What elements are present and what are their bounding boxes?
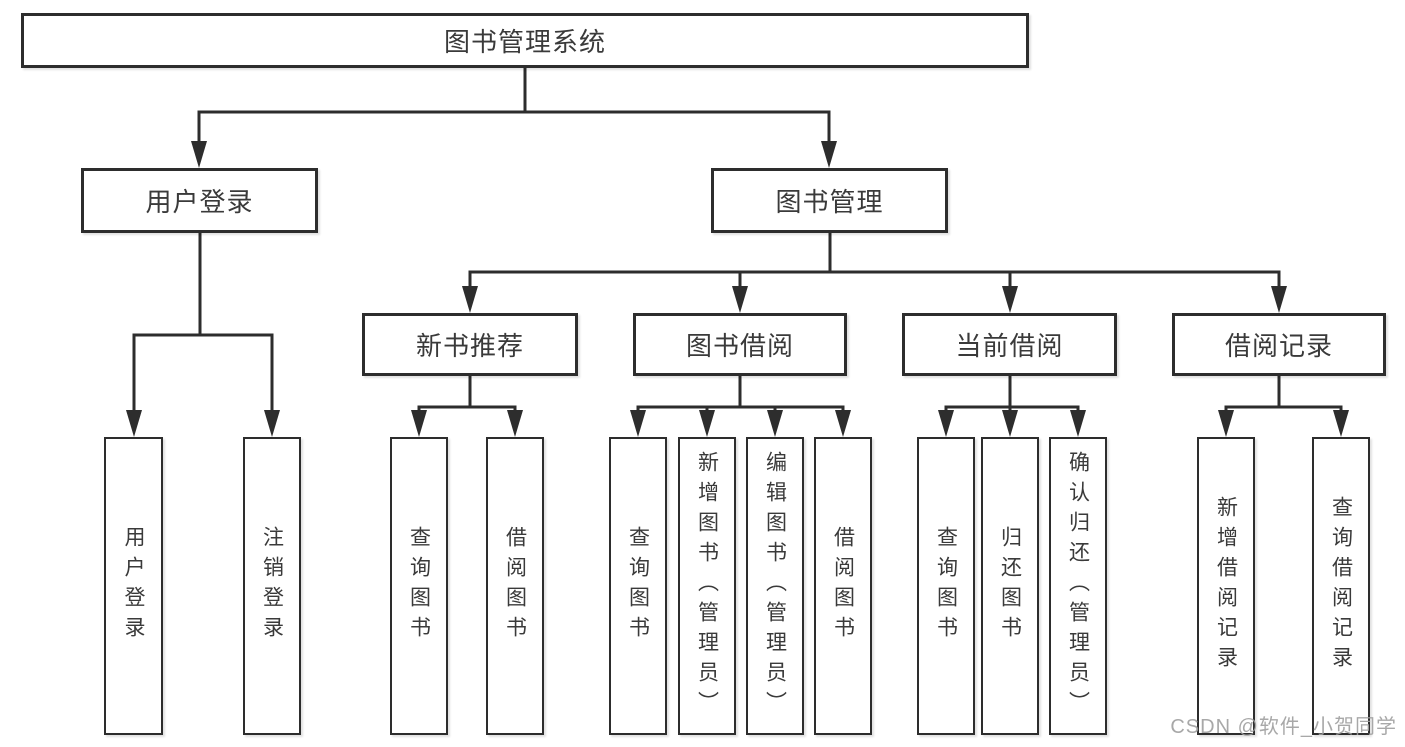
leaf-return-books-label: 归还图书 bbox=[998, 526, 1022, 646]
leaf-return-books: 归还图书 bbox=[981, 437, 1039, 735]
leaf-borrow-books-recommend-label: 借阅图书 bbox=[503, 526, 527, 646]
leaf-query-borrow-record: 查询借阅记录 bbox=[1312, 437, 1370, 735]
node-user-login: 用户登录 bbox=[81, 168, 318, 233]
connector-user-login-children bbox=[126, 231, 280, 437]
leaf-logout: 注销登录 bbox=[243, 437, 301, 735]
leaf-edit-books-admin-label: 编辑图书（管理员） bbox=[763, 451, 787, 721]
connector-borrowing-records-children bbox=[1218, 373, 1349, 437]
leaf-confirm-return-admin: 确认归还（管理员） bbox=[1049, 437, 1107, 735]
leaf-edit-books-admin: 编辑图书（管理员） bbox=[746, 437, 804, 735]
connector-book-management-children bbox=[462, 231, 1287, 313]
leaf-add-books-admin-label: 新增图书（管理员） bbox=[695, 451, 719, 721]
leaf-query-books-current-label: 查询图书 bbox=[934, 526, 958, 646]
leaf-confirm-return-admin-label: 确认归还（管理员） bbox=[1066, 451, 1090, 721]
leaf-borrow-books-recommend: 借阅图书 bbox=[486, 437, 544, 735]
leaf-borrow-books-borrowing-label: 借阅图书 bbox=[831, 526, 855, 646]
leaf-query-books-current: 查询图书 bbox=[917, 437, 975, 735]
node-book-management: 图书管理 bbox=[711, 168, 948, 233]
node-new-book-recommend: 新书推荐 bbox=[362, 313, 578, 376]
node-borrowing-records: 借阅记录 bbox=[1172, 313, 1386, 376]
leaf-user-login-label: 用户登录 bbox=[122, 526, 145, 646]
csdn-watermark: CSDN @软件_小贺同学 bbox=[1170, 716, 1397, 738]
connector-current-borrowing-children bbox=[938, 373, 1086, 437]
leaf-borrow-books-borrowing: 借阅图书 bbox=[814, 437, 872, 735]
leaf-logout-label: 注销登录 bbox=[260, 526, 284, 646]
node-current-borrowing: 当前借阅 bbox=[902, 313, 1117, 376]
leaf-add-books-admin: 新增图书（管理员） bbox=[678, 437, 736, 735]
leaf-query-borrow-record-label: 查询借阅记录 bbox=[1329, 496, 1353, 676]
leaf-query-books-recommend-label: 查询图书 bbox=[407, 526, 431, 646]
node-book-borrowing: 图书借阅 bbox=[633, 313, 847, 376]
leaf-query-books-borrowing: 查询图书 bbox=[609, 437, 667, 735]
leaf-query-books-borrowing-label: 查询图书 bbox=[626, 526, 650, 646]
leaf-query-books-recommend: 查询图书 bbox=[390, 437, 448, 735]
connector-root-to-level2 bbox=[191, 66, 837, 168]
leaf-user-login: 用户登录 bbox=[104, 437, 163, 735]
leaf-add-borrow-record: 新增借阅记录 bbox=[1197, 437, 1255, 735]
leaf-add-borrow-record-label: 新增借阅记录 bbox=[1214, 496, 1238, 676]
node-library-management-system: 图书管理系统 bbox=[21, 13, 1029, 68]
connector-book-borrowing-children bbox=[630, 373, 851, 437]
connector-new-book-recommend-children bbox=[411, 373, 523, 437]
